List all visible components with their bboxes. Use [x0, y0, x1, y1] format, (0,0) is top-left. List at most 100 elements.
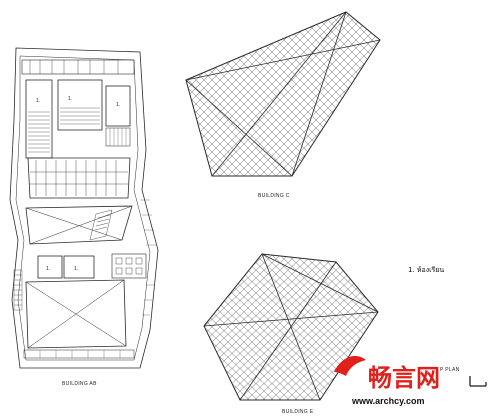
roof-grid-line [468, 0, 500, 200]
roof-grid-line [204, 254, 285, 400]
roof-grid-line [379, 12, 380, 176]
roof-grid-line [307, 12, 380, 176]
roof-grid-line [243, 254, 378, 400]
roof-grid-line [227, 12, 380, 176]
roof-grid-line [0, 0, 36, 200]
roof-grid-line [186, 12, 365, 176]
roof-grid-line [235, 12, 380, 176]
roof-grid-line [0, 240, 60, 410]
roof-grid-line [186, 12, 205, 176]
roof-grid-line [186, 12, 373, 176]
room-labels-ab: 1. 1. 1. 1. 1. [36, 96, 120, 272]
roof-grid-line [186, 12, 221, 176]
roof-grid-line [204, 254, 209, 400]
roof-grid-line [347, 12, 380, 176]
roof-grid-line [412, 0, 500, 200]
plan-label: P PLAN [440, 367, 460, 373]
roof-grid-line [204, 254, 205, 400]
legend-entry: 1. ห้องเรียน [408, 266, 444, 274]
roof-grid-line [186, 12, 341, 176]
building-c-outline [185, 11, 381, 177]
roof-grid-line [204, 254, 269, 400]
roof-grid-line [347, 12, 380, 176]
roof-grid-line [186, 12, 213, 176]
lecture-hall-middle [27, 157, 131, 199]
roof-grid-line [186, 12, 357, 176]
roof-grid-line [0, 0, 180, 200]
roof-grid-line [186, 12, 349, 176]
roof-grid-line [204, 254, 313, 400]
roof-grid-line [211, 12, 380, 176]
roof-grid-line [186, 12, 333, 176]
room-label: 1. [46, 266, 50, 272]
roof-grid-line [275, 12, 380, 176]
roof-grid-line [8, 240, 188, 410]
roof-grid-line [211, 254, 378, 400]
roof-grid-line [0, 240, 20, 410]
roof-grid-line [204, 254, 321, 400]
watermark-brand: 畅言网 [368, 364, 440, 392]
roof-grid-line [204, 254, 345, 400]
roof-grid-line [404, 0, 500, 200]
roof-grid-line [275, 254, 378, 400]
roof-grid-line [207, 254, 378, 400]
roof-grid-line [0, 240, 48, 410]
roof-grid-line [339, 12, 380, 176]
roof-grid-line [323, 12, 380, 176]
roof-grid-line [235, 254, 378, 400]
building-c-roof [0, 0, 500, 200]
roof-grid-line [239, 254, 378, 400]
roof-grid-line [219, 12, 380, 176]
roof-grid-line [204, 254, 293, 400]
roof-grid-line [488, 240, 500, 410]
roof-grid-line [204, 254, 289, 400]
roof-grid-line [448, 240, 500, 410]
service-strip-bottom [23, 349, 135, 359]
roof-grid-line [0, 0, 124, 200]
roof-grid-line [363, 12, 380, 176]
classroom-top-left [25, 79, 53, 159]
roof-grid-line [315, 12, 380, 176]
roof-grid-line [271, 254, 378, 400]
roof-grid-line [480, 240, 500, 410]
roof-grid-line [0, 0, 60, 200]
roof-grid-line [0, 240, 36, 410]
roof-grid-line [204, 254, 265, 400]
roof-grid-line [484, 0, 500, 200]
room-label: 1. [116, 102, 120, 108]
roof-grid-line [204, 254, 357, 400]
roof-grid-line [0, 0, 36, 200]
roof-grid-line [231, 254, 378, 400]
roof-grid-line [331, 12, 380, 176]
roof-grid-line [0, 240, 40, 410]
roof-grid-line [204, 254, 337, 400]
roof-grid-line [204, 254, 365, 400]
watermark: 畅言网 www.archcy.com [334, 356, 440, 406]
roof-grid-line [204, 254, 317, 400]
roof-grid-line [0, 240, 68, 410]
classroom-top-right [105, 85, 131, 127]
building-ab-label: BUILDING AB [62, 381, 97, 387]
roof-grid-line [186, 12, 261, 176]
roof-grid-line [0, 240, 64, 410]
roof-grid-line [388, 0, 500, 200]
roof-grid-line [456, 240, 500, 410]
roof-grid-line [295, 254, 378, 400]
roof-grid-line [259, 254, 378, 400]
roof-grid-line [371, 12, 380, 176]
roof-grid-line [0, 0, 20, 200]
roof-grid-line [0, 240, 12, 410]
roof-grid-line [355, 12, 380, 176]
classroom-lower-left [37, 255, 63, 279]
roof-grid-line [339, 12, 380, 176]
roof-grid-line [315, 12, 380, 176]
roof-grid-line [204, 254, 361, 400]
roof-grid-line [204, 254, 253, 400]
roof-grid-line [476, 0, 500, 200]
roof-grid-line [204, 254, 257, 400]
roof-grid-line [186, 12, 221, 176]
service-lower-right [111, 253, 147, 279]
escalator [89, 209, 113, 241]
roof-grid-line [0, 240, 24, 410]
roof-grid-line [204, 254, 333, 400]
